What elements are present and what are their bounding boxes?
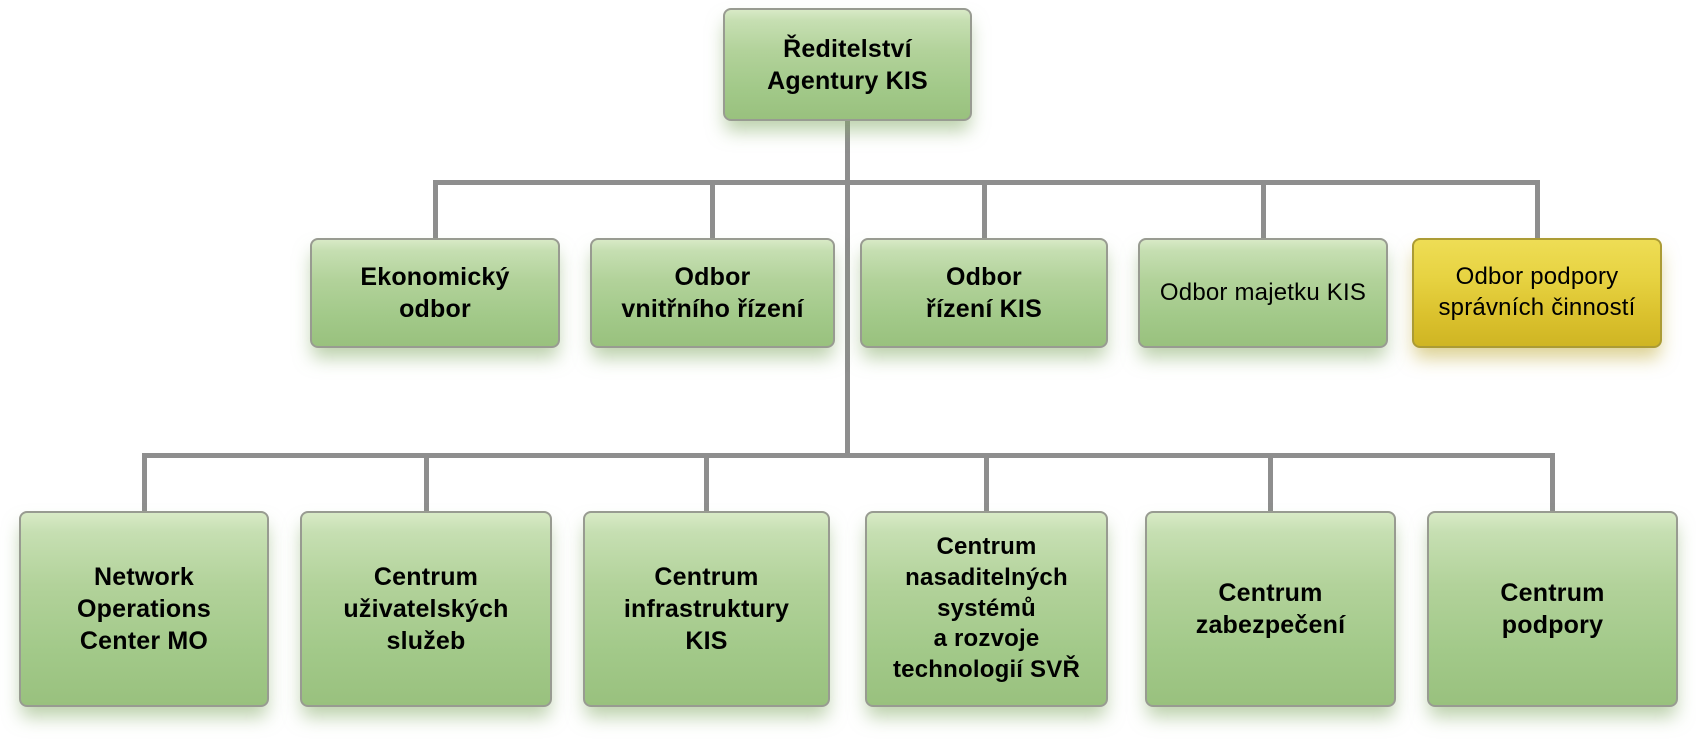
connector-drop-centrum-uzivatelskych-sluzeb <box>424 453 429 511</box>
connector-level3-bus <box>144 453 1555 458</box>
org-node-label: Odbor podpory správních činností <box>1438 263 1636 321</box>
org-node-label: Centrum podpory <box>1500 579 1605 639</box>
connector-drop-odbor-podpory <box>1535 180 1540 238</box>
connector-drop-centrum-podpory <box>1550 453 1555 511</box>
org-node-network-operations-center-mo: Network Operations Center MO <box>19 511 269 707</box>
org-node-label: Odbor majetku KIS <box>1159 278 1367 306</box>
connector-drop-odbor-vnitrniho-rizeni <box>710 180 715 238</box>
org-node-ekonomicky-odbor: Ekonomický odbor <box>310 238 560 348</box>
connector-drop-centrum-zabezpeceni <box>1268 453 1273 511</box>
org-node-label: Centrum infrastruktury KIS <box>623 563 790 655</box>
org-node-odbor-vnitrniho-rizeni: Odbor vnitřního řízení <box>590 238 835 348</box>
connector-root-stem <box>845 121 850 458</box>
org-node-centrum-infrastruktury-kis: Centrum infrastruktury KIS <box>583 511 830 707</box>
org-node-label: Centrum zabezpečení <box>1195 579 1346 639</box>
org-node-label: Odbor řízení KIS <box>926 263 1042 323</box>
org-node-centrum-nasaditelnych-systemu: Centrum nasaditelných systémů a rozvoje … <box>865 511 1108 707</box>
connector-drop-centrum-nasaditelnych-systemu <box>984 453 989 511</box>
connector-drop-odbor-rizeni-kis <box>982 180 987 238</box>
org-node-label: Network Operations Center MO <box>77 563 211 655</box>
org-node-label: Odbor vnitřního řízení <box>621 263 804 323</box>
org-node-odbor-rizeni-kis: Odbor řízení KIS <box>860 238 1108 348</box>
connector-drop-ekonomicky-odbor <box>433 180 438 238</box>
org-node-centrum-uzivatelskych-sluzeb: Centrum uživatelských služeb <box>300 511 552 707</box>
org-node-label: Centrum uživatelských služeb <box>343 563 509 655</box>
connector-drop-odbor-majetku-kis <box>1261 180 1266 238</box>
org-node-label: Centrum nasaditelných systémů a rozvoje … <box>892 533 1080 684</box>
connector-drop-centrum-infrastruktury-kis <box>704 453 709 511</box>
org-node-label: Ekonomický odbor <box>360 263 510 323</box>
org-node-centrum-podpory: Centrum podpory <box>1427 511 1678 707</box>
org-node-reditelstvi-agentury-kis: Ředitelství Agentury KIS <box>723 8 972 121</box>
connector-drop-noc-mo <box>142 453 147 511</box>
connector-level2-bus <box>435 180 1540 185</box>
org-node-odbor-majetku-kis: Odbor majetku KIS <box>1138 238 1388 348</box>
org-node-odbor-podpory-spravnich-cinnosti: Odbor podpory správních činností <box>1412 238 1662 348</box>
org-node-label: Ředitelství Agentury KIS <box>767 34 928 95</box>
org-node-centrum-zabezpeceni: Centrum zabezpečení <box>1145 511 1396 707</box>
